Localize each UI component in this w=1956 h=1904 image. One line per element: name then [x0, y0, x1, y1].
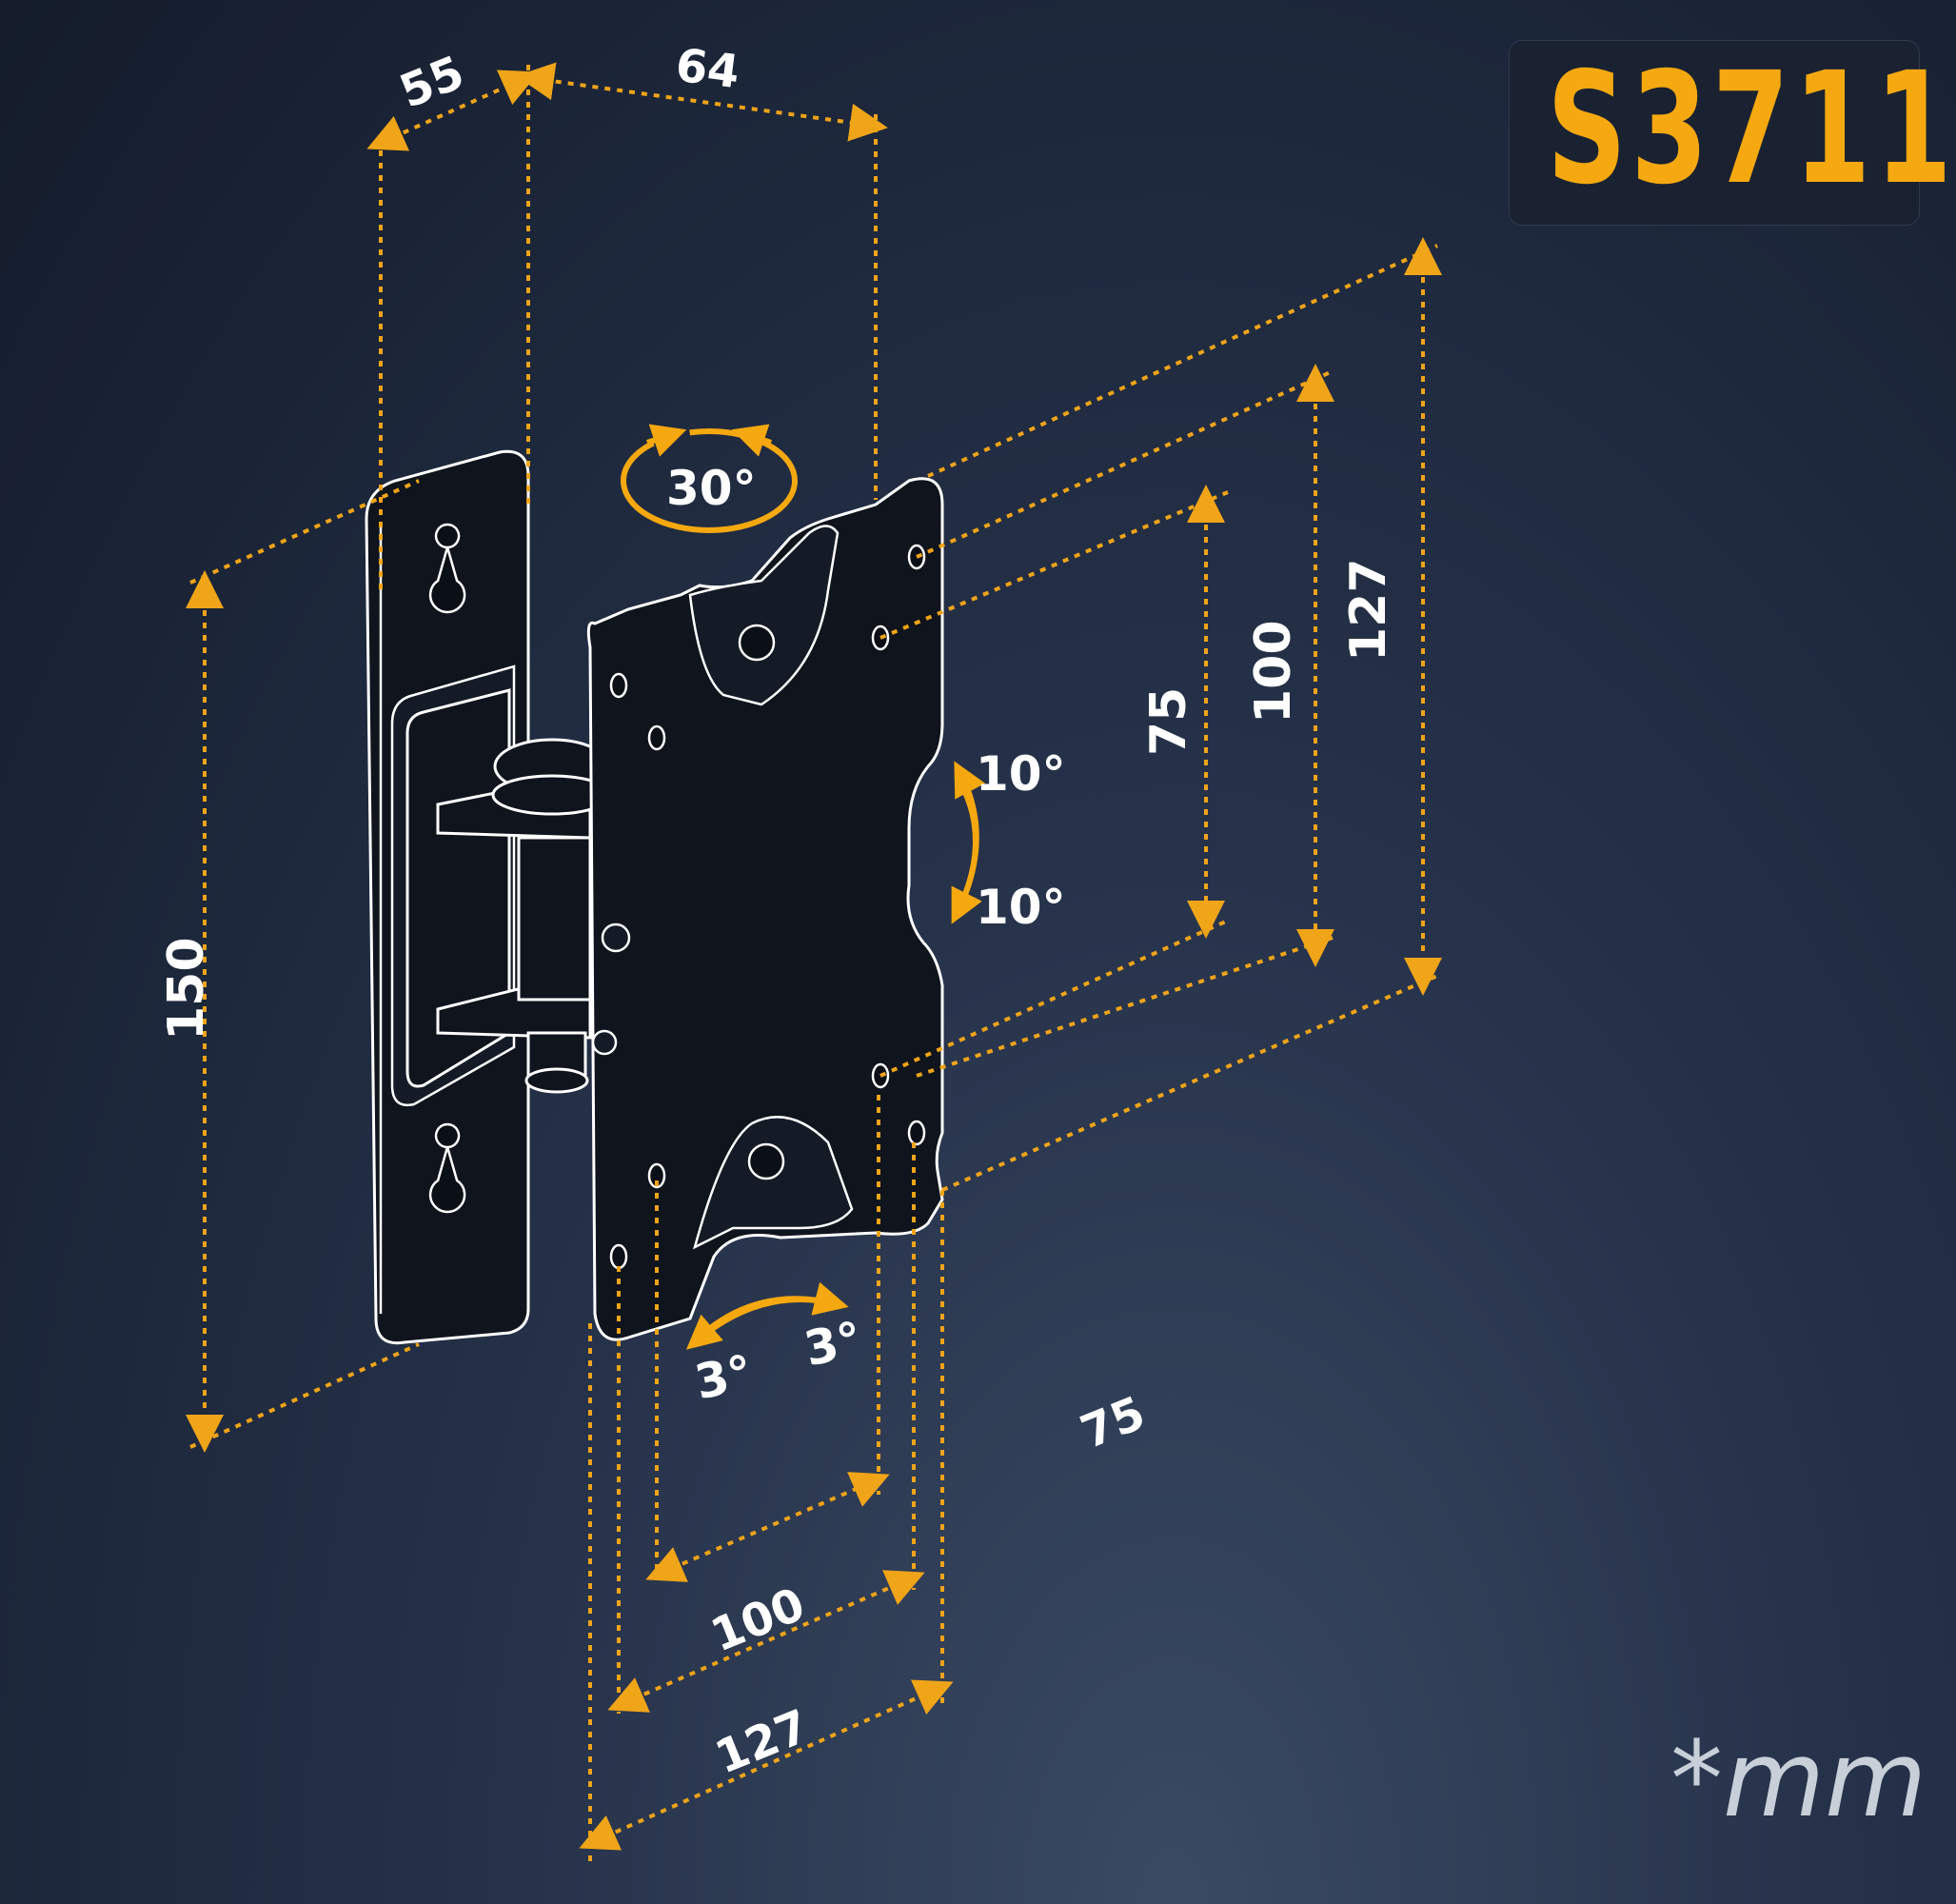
wall-plate [365, 449, 530, 1345]
keyhole-bottom [428, 1122, 466, 1214]
dimension-lines [186, 62, 1442, 1861]
vesa-width-label-75: 75 [1074, 1386, 1153, 1459]
depth-label-64: 64 [673, 39, 742, 100]
swivel-arm [436, 738, 613, 1094]
model-badge [1509, 40, 1920, 226]
depth-label-55: 55 [392, 46, 471, 119]
tilt-up-angle-label: 10° [976, 746, 1066, 802]
vesa-height-label-100: 100 [1245, 620, 1302, 724]
model-label: S3711 [1547, 40, 1956, 219]
vesa-height-label-127: 127 [1340, 558, 1397, 662]
keyhole-top [428, 523, 466, 614]
swivel-angle-label: 30° [666, 461, 757, 516]
rotate-indicator [685, 1281, 849, 1350]
vesa-height-label-75: 75 [1140, 687, 1197, 756]
height-label-150: 150 [158, 937, 215, 1041]
swivel-indicator [621, 424, 798, 533]
vesa-width-label-127: 127 [708, 1699, 817, 1784]
tilt-down-angle-label: 10° [976, 880, 1066, 935]
vesa-plate [586, 477, 944, 1341]
mount-dimension-diagram: 55 64 150 75 100 127 75 100 127 30° 10° … [158, 39, 1442, 1861]
rotate-left-angle-label: 3° [690, 1344, 758, 1410]
rotate-right-angle-label: 3° [800, 1311, 867, 1377]
tilt-indicator [951, 761, 986, 924]
vesa-width-label-100: 100 [703, 1577, 812, 1662]
unit-note: *mm [1670, 1718, 1927, 1840]
